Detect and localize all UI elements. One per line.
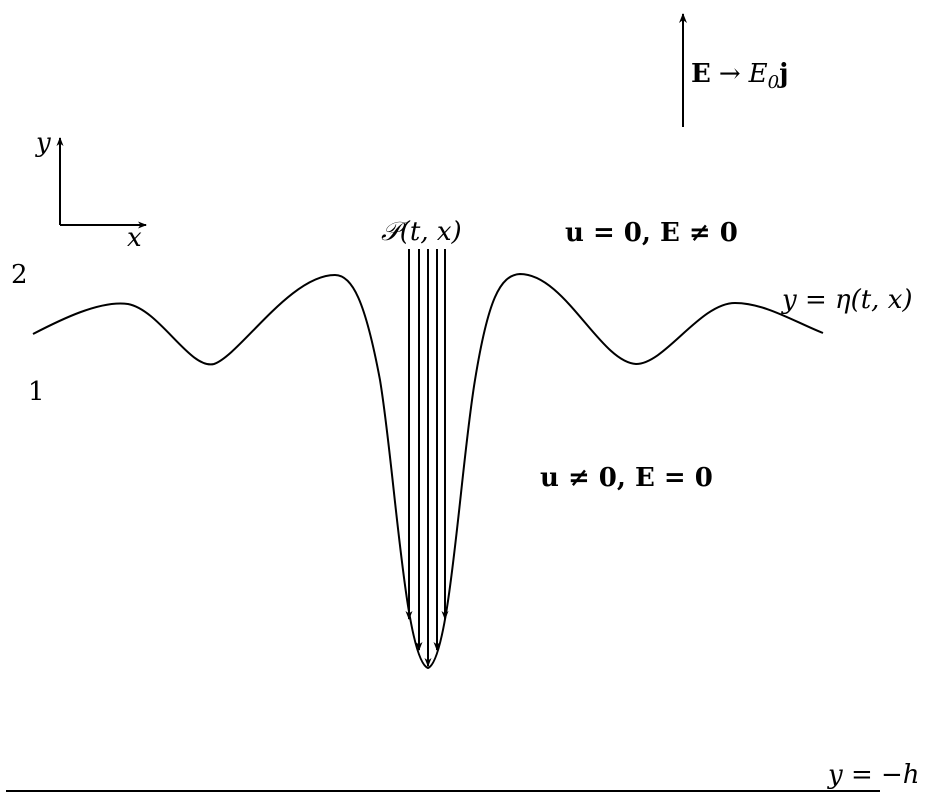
region-1-label: 1: [28, 377, 45, 407]
upper-region-condition: u = 0, E ≠ 0: [565, 218, 738, 248]
bottom-label: y = −h: [827, 760, 920, 790]
interface-curve: [32, 272, 824, 670]
y-axis-label: y: [35, 128, 51, 158]
region-2-label: 2: [11, 260, 28, 290]
interface-label: y = η(t, x): [781, 285, 913, 315]
x-axis-label: x: [127, 223, 142, 253]
field-label: E→E0j: [691, 59, 788, 93]
pressure-label: 𝒫(t, x): [381, 217, 462, 247]
lower-region-condition: u ≠ 0, E = 0: [540, 463, 713, 493]
